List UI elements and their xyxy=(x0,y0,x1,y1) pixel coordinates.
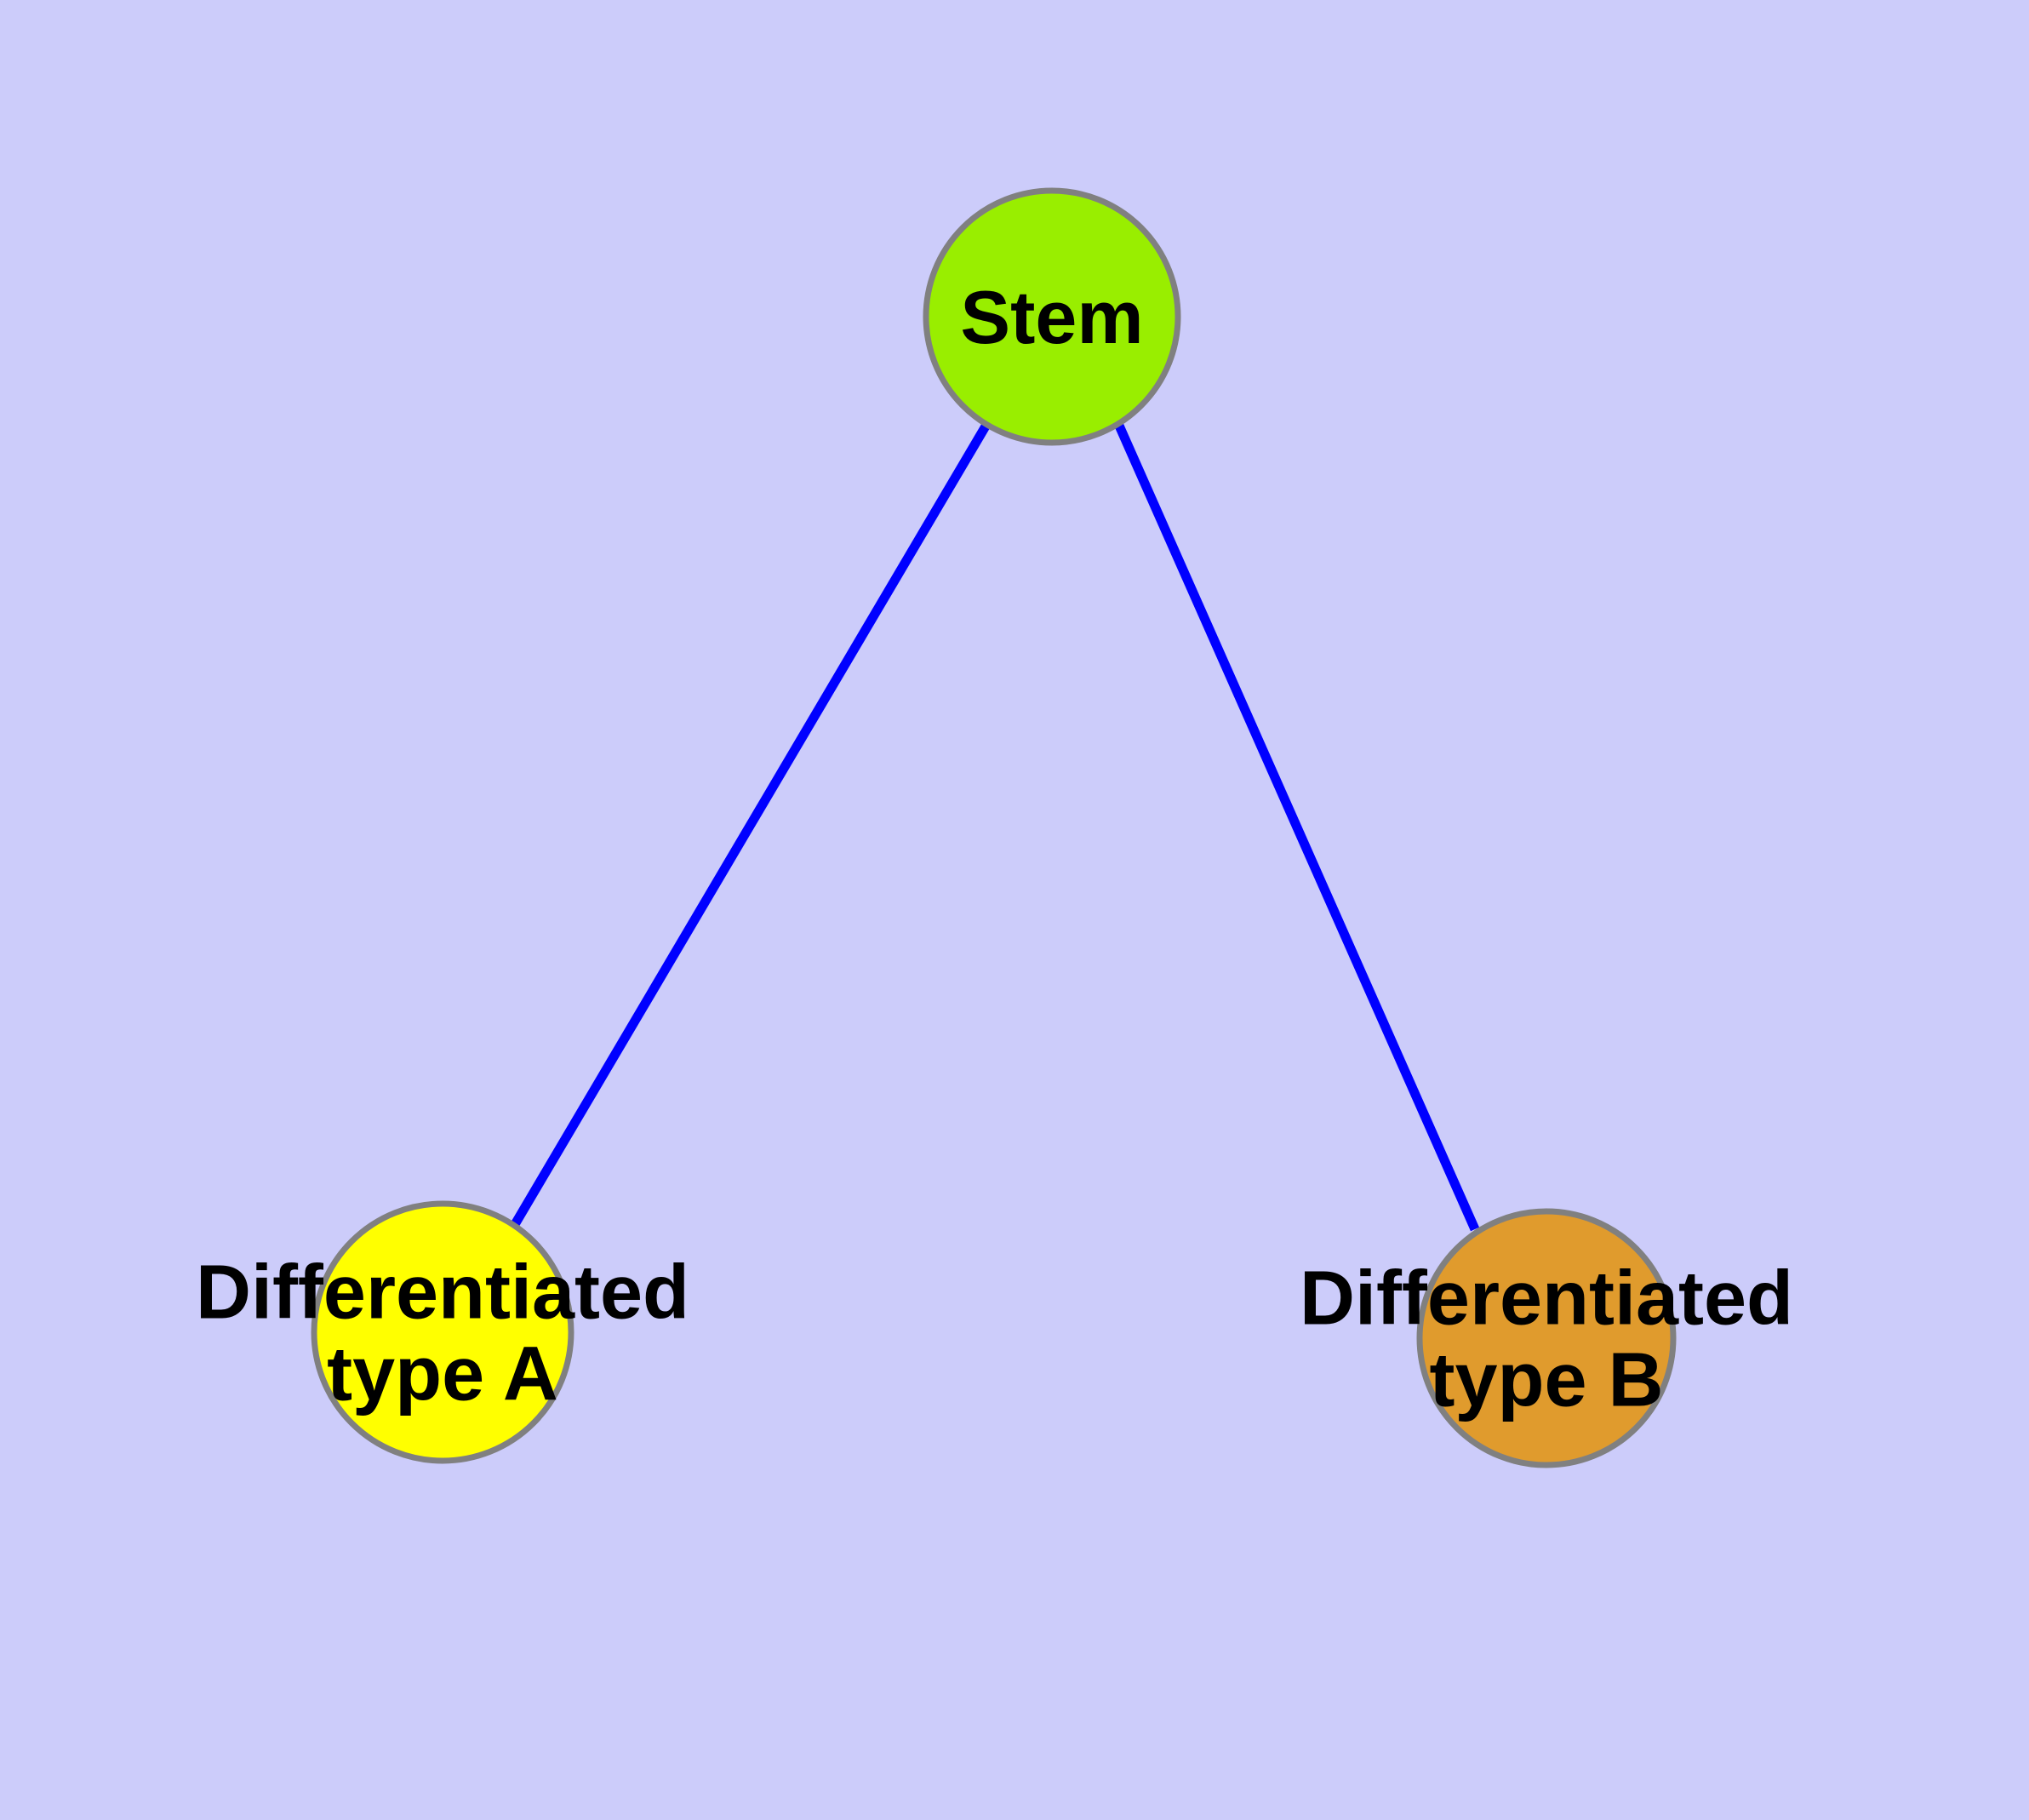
edge-stem-to-diff-a[interactable] xyxy=(510,422,991,1228)
node-diff-a-circle[interactable] xyxy=(311,1200,574,1464)
edge-stem-to-diff-b[interactable] xyxy=(1114,423,1480,1232)
edge-layer xyxy=(510,422,1480,1232)
node-stem-label: Stem xyxy=(960,275,1143,359)
node-diff-b-circle[interactable] xyxy=(1416,1208,1677,1468)
node-stem-group[interactable]: Stem xyxy=(923,187,1181,446)
node-stem-circle[interactable] xyxy=(923,187,1181,446)
